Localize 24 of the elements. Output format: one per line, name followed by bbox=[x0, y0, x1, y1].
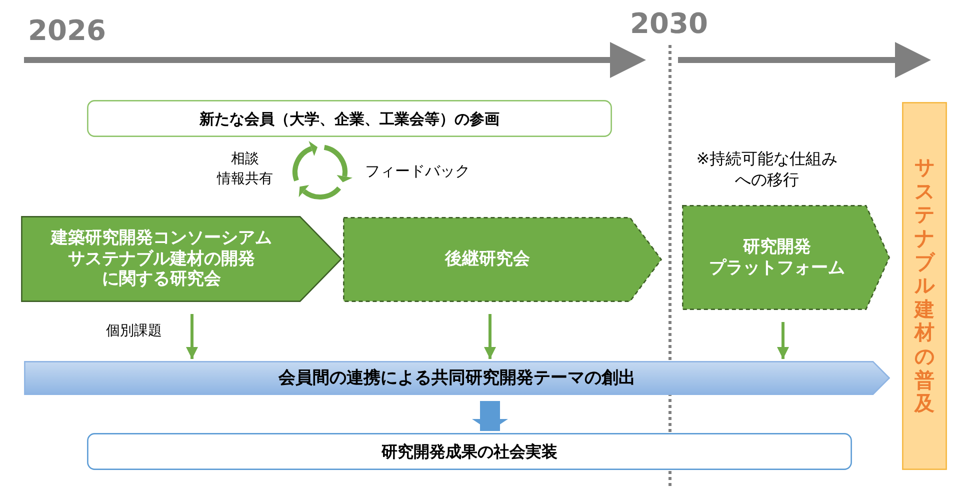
year-label: 2030 bbox=[630, 7, 708, 40]
note: ※持続可能な仕組みへの移行 bbox=[695, 149, 839, 191]
edge-label: 個別課題 bbox=[104, 322, 164, 340]
goal-band bbox=[902, 102, 947, 470]
outcome-box bbox=[87, 433, 852, 470]
chevron-box bbox=[682, 205, 890, 310]
box-label: 研究開発プラットフォーム bbox=[709, 237, 845, 278]
chevron-box bbox=[21, 216, 342, 302]
box-label: 建築研究開発コンソーシアムサステナブル建材の開発に関する研究会 bbox=[51, 228, 272, 290]
box-label: 後継研究会 bbox=[445, 249, 530, 270]
cycle-label: フィードバック bbox=[365, 162, 470, 181]
box-label: 新たな会員（大学、企業、工業会等）の参画 bbox=[200, 110, 500, 128]
arrow bbox=[777, 322, 789, 359]
box-label: 研究開発成果の社会実装 bbox=[382, 442, 558, 462]
year-label: 2026 bbox=[28, 14, 106, 47]
cycle-label: 相談情報共有 bbox=[216, 150, 274, 189]
arrow bbox=[484, 314, 496, 359]
vertical-label: サステナブル建材の普及 bbox=[914, 156, 935, 416]
chevron-box bbox=[343, 217, 662, 302]
arrow bbox=[186, 314, 198, 359]
participation-box bbox=[87, 100, 612, 137]
theme-band bbox=[24, 361, 890, 395]
block-arrow bbox=[472, 401, 508, 431]
box-label: 会員間の連携による共同研究開発テーマの創出 bbox=[278, 368, 636, 388]
